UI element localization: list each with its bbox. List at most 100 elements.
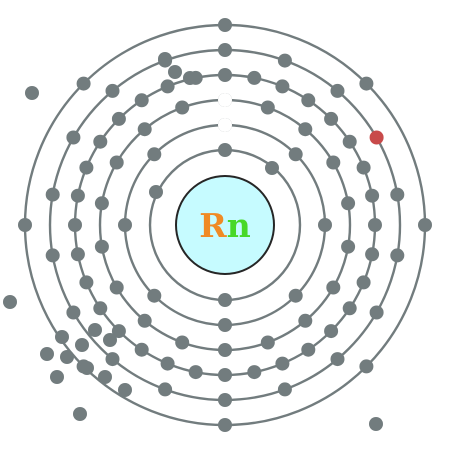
electron-shell-4 bbox=[70, 188, 85, 203]
stray-electron bbox=[55, 330, 69, 344]
nucleus: Rn bbox=[175, 175, 275, 275]
stray-electron bbox=[183, 71, 197, 85]
electron-shell-3 bbox=[137, 313, 152, 328]
stray-electron bbox=[369, 417, 383, 431]
electron-shell-6 bbox=[76, 76, 91, 91]
stray-electron bbox=[168, 65, 182, 79]
electron-shell-4 bbox=[275, 356, 290, 371]
electron-shell-4 bbox=[70, 247, 85, 262]
electron-shell-3 bbox=[175, 100, 190, 115]
electron-shell-5 bbox=[277, 382, 292, 397]
electron-shell-3 bbox=[109, 280, 124, 295]
electron-shell-3 bbox=[298, 122, 313, 137]
electron-shell-4 bbox=[356, 160, 371, 175]
stray-electron bbox=[265, 161, 279, 175]
electron-shell-4 bbox=[324, 111, 339, 126]
electron-shell-5 bbox=[330, 352, 345, 367]
electron-shell-4 bbox=[93, 301, 108, 316]
stray-electron bbox=[158, 52, 172, 66]
electron-shell-3 bbox=[298, 313, 313, 328]
electron-shell-4 bbox=[160, 356, 175, 371]
electron-shell-4 bbox=[356, 275, 371, 290]
electron-shell-4 bbox=[111, 324, 126, 339]
electron-shell-5 bbox=[45, 248, 60, 263]
electron-shell-3 bbox=[94, 239, 109, 254]
electron-shell-4 bbox=[342, 134, 357, 149]
electron-shell-2 bbox=[318, 218, 332, 232]
electron-shell-3 bbox=[260, 335, 275, 350]
stray-electron bbox=[98, 370, 112, 384]
electron-shell-3 bbox=[109, 155, 124, 170]
electron-shell-6 bbox=[359, 76, 374, 91]
electron-shell-4 bbox=[111, 111, 126, 126]
electron-shell-6 bbox=[218, 418, 232, 432]
electron-shell-4 bbox=[365, 188, 380, 203]
stray-electron bbox=[80, 361, 94, 375]
electron-shell-3 bbox=[175, 335, 190, 350]
shell-gap bbox=[218, 118, 232, 132]
electron-shell-3 bbox=[341, 239, 356, 254]
electron-shell-5 bbox=[105, 83, 120, 98]
electron-shell-6 bbox=[18, 218, 32, 232]
electron-shell-4 bbox=[324, 324, 339, 339]
stray-electron bbox=[40, 347, 54, 361]
electron-shell-5 bbox=[330, 83, 345, 98]
electron-shell-4 bbox=[79, 275, 94, 290]
stray-electron bbox=[3, 295, 17, 309]
electron-shell-6 bbox=[218, 18, 232, 32]
electron-shell-4 bbox=[365, 247, 380, 262]
stray-electron bbox=[103, 333, 117, 347]
stray-electron bbox=[73, 407, 87, 421]
electron-shell-4 bbox=[134, 93, 149, 108]
electron-shell-1 bbox=[218, 293, 232, 307]
electron-shell-5 bbox=[66, 305, 81, 320]
electron-shell-4 bbox=[368, 218, 382, 232]
element-symbol: Rn bbox=[199, 206, 250, 245]
electron-shell-3 bbox=[326, 155, 341, 170]
electron-shell-6 bbox=[359, 359, 374, 374]
electron-shell-2 bbox=[218, 318, 232, 332]
electron-shell-4 bbox=[247, 70, 262, 85]
electron-shell-4 bbox=[218, 68, 232, 82]
electron-shell-4 bbox=[160, 79, 175, 94]
electron-shell-2 bbox=[147, 147, 162, 162]
electron-shell-2 bbox=[147, 288, 162, 303]
electron-shell-2 bbox=[118, 218, 132, 232]
electron-shell-4 bbox=[188, 365, 203, 380]
electron-shell-5 bbox=[218, 393, 232, 407]
electron-shell-5 bbox=[218, 43, 232, 57]
electron-shell-3 bbox=[94, 196, 109, 211]
stray-electron bbox=[118, 383, 132, 397]
electron-shell-5 bbox=[158, 382, 173, 397]
stray-electron bbox=[25, 86, 39, 100]
shell-gap bbox=[218, 93, 232, 107]
electron-shell-1 bbox=[218, 143, 232, 157]
electron-shell-4 bbox=[275, 79, 290, 94]
electron-shell-4 bbox=[342, 301, 357, 316]
electron-shell-6 bbox=[418, 218, 432, 232]
nucleus-circle bbox=[175, 175, 275, 275]
stray-electron bbox=[75, 338, 89, 352]
stray-electron bbox=[60, 350, 74, 364]
electron-shell-5 bbox=[390, 248, 405, 263]
electron-shell-3 bbox=[326, 280, 341, 295]
electron-shell-5 bbox=[390, 187, 405, 202]
electron-shell-4 bbox=[68, 218, 82, 232]
element-symbol-letter-n: n bbox=[227, 206, 251, 245]
electron-shell-4 bbox=[301, 342, 316, 357]
electron-shell-4 bbox=[134, 342, 149, 357]
electron-shell-4 bbox=[218, 368, 232, 382]
electron-shell-2 bbox=[288, 147, 303, 162]
electron-shell-2 bbox=[288, 288, 303, 303]
electron-shell-5 bbox=[105, 352, 120, 367]
electron-shell-5 bbox=[277, 53, 292, 68]
electron-shell-4 bbox=[301, 93, 316, 108]
stray-electron bbox=[88, 323, 102, 337]
electron-shell-4 bbox=[247, 365, 262, 380]
element-symbol-letter-r: R bbox=[199, 206, 227, 245]
electron-shell-3 bbox=[260, 100, 275, 115]
electron-shell-3 bbox=[137, 122, 152, 137]
electron-shell-4 bbox=[93, 134, 108, 149]
stray-electron bbox=[149, 185, 163, 199]
